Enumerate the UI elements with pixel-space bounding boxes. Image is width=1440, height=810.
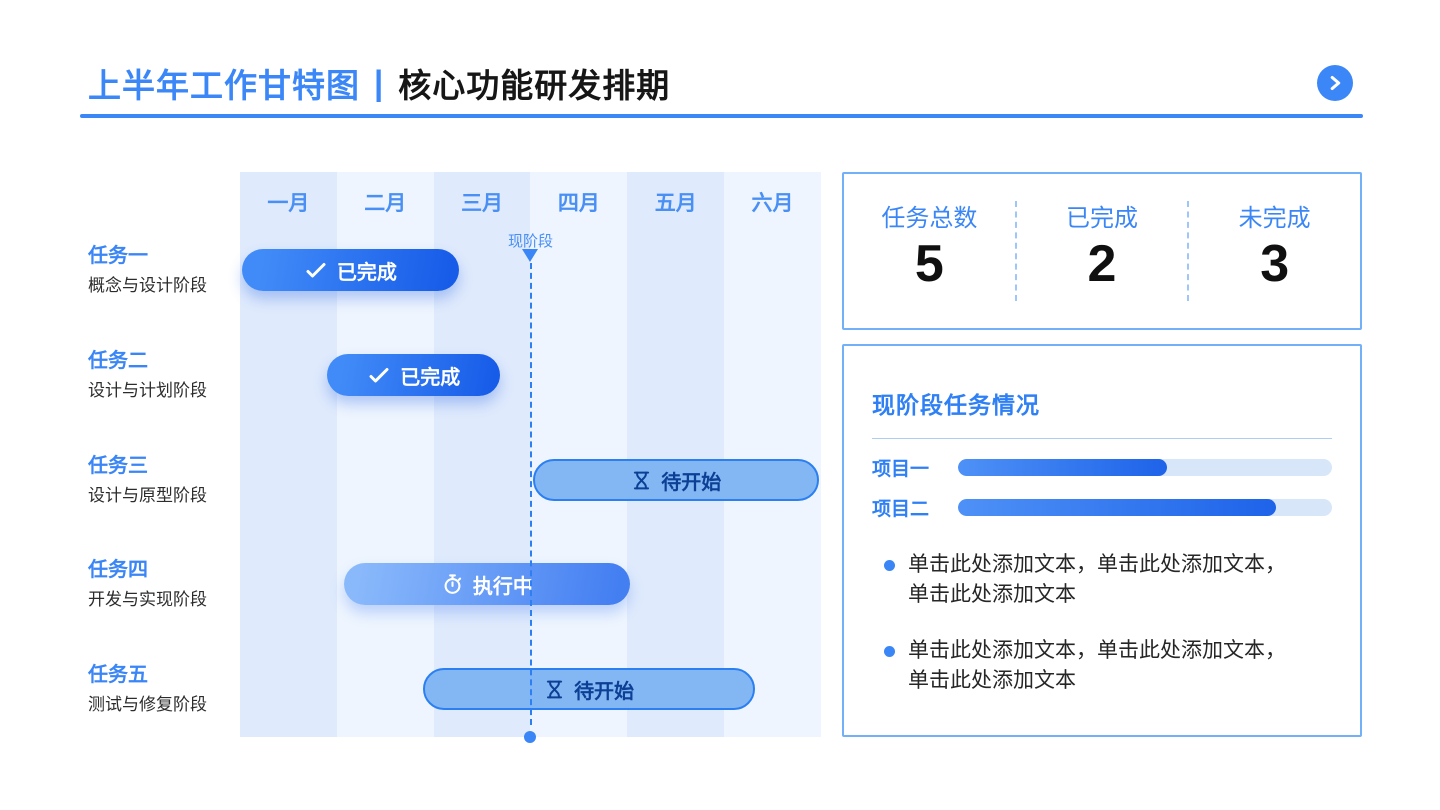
task-label: 任务二设计与计划阶段 [88,348,248,404]
progress-fill [958,458,1168,476]
month-label: 六月 [751,192,794,215]
check-icon [367,363,391,387]
gantt-bar-done[interactable]: 已完成 [241,249,459,291]
task-name: 任务四 [88,559,148,581]
card-divider [872,438,1332,439]
task-label: 任务三设计与原型阶段 [88,453,248,509]
stat-item: 任务总数 5 [844,174,1015,328]
card-heading: 现阶段任务情况 [872,392,1040,418]
task-subtitle: 开发与实现阶段 [88,590,207,609]
progress-label: 项目二 [872,498,930,520]
gantt-bar-done[interactable]: 已完成 [327,354,501,396]
bullet-item[interactable]: 单击此处添加文本，单击此处添加文本，单击此处添加文本 [884,550,1300,610]
gantt-bar-pending[interactable]: 待开始 [423,668,756,710]
task-label: 任务五测试与修复阶段 [88,662,248,718]
bullet-list: 单击此处添加文本，单击此处添加文本，单击此处添加文本单击此处添加文本，单击此处添… [884,550,1330,722]
bar-status-label: 待开始 [574,680,635,703]
check-icon [304,258,328,282]
task-label: 任务四开发与实现阶段 [88,557,248,613]
bullet-text: 单击此处添加文本，单击此处添加文本，单击此处添加文本 [908,639,1286,692]
stat-separator [1187,201,1190,301]
stat-label: 未完成 [1238,205,1311,232]
stopwatch-icon [441,573,464,596]
month-label: 一月 [267,192,310,215]
task-subtitle: 设计与计划阶段 [88,381,207,400]
month-label: 二月 [364,192,407,215]
progress-track [958,498,1332,516]
stat-label: 任务总数 [881,205,978,232]
gantt-bar-pending[interactable]: 待开始 [533,459,820,501]
stat-value: 2 [1087,235,1117,293]
stats-card: 任务总数 5 已完成 2 未完成 3 [842,172,1362,330]
current-stage-pointer [521,249,538,262]
stat-label: 已完成 [1066,205,1138,232]
title-secondary: 核心功能研发排期 [398,67,671,104]
stat-item: 未完成 3 [1189,174,1360,328]
task-name: 任务二 [88,350,148,372]
bar-status-label: 待开始 [661,471,722,494]
progress-row: 项目二 [872,492,1332,522]
progress-fill [958,498,1276,516]
gantt-bar-active[interactable]: 执行中 [343,563,631,605]
progress-track [958,458,1332,476]
task-subtitle: 设计与原型阶段 [88,486,207,505]
bullet-text: 单击此处添加文本，单击此处添加文本，单击此处添加文本 [908,553,1286,606]
gantt-columns: 一月 二月 三月 四月 五月 六月 [240,172,821,737]
current-stage-dot [523,731,536,743]
task-subtitle: 测试与修复阶段 [88,695,207,714]
bullet-dot-icon [884,646,895,657]
current-stage-label: 现阶段 [507,233,554,250]
page-title: 上半年工作甘特图 | 核心功能研发排期 [88,60,670,106]
chevron-right-icon [1324,72,1346,94]
bar-status-label: 执行中 [472,575,533,598]
task-labels: 任务一概念与设计阶段任务二设计与计划阶段任务三设计与原型阶段任务四开发与实现阶段… [88,172,238,737]
task-subtitle: 概念与设计阶段 [88,276,207,295]
current-stage-line [529,263,532,725]
stat-value: 5 [914,235,944,293]
month-column: 六月 [724,172,821,737]
month-label: 四月 [557,192,600,215]
month-label: 三月 [461,192,504,215]
stat-separator [1014,201,1017,301]
current-stage-card: 现阶段任务情况 项目一项目二 单击此处添加文本，单击此处添加文本，单击此处添加文… [842,344,1362,737]
title-primary: 上半年工作甘特图 [88,67,360,104]
month-label: 五月 [654,192,697,215]
progress-label: 项目一 [872,458,930,480]
task-name: 任务五 [88,664,148,686]
task-name: 任务三 [88,455,148,477]
stat-item: 已完成 2 [1017,174,1188,328]
bar-status-label: 已完成 [400,366,461,389]
hourglass-icon [631,470,652,491]
month-column: 五月 [627,172,725,737]
stat-value: 3 [1260,235,1290,293]
bar-status-label: 已完成 [336,261,397,284]
next-button[interactable] [1317,65,1353,101]
gantt-chart: 一月二月三月四月五月六月 已完成已完成待开始执行中待开始 现阶段 [240,172,821,743]
task-name: 任务一 [88,245,148,267]
bullet-item[interactable]: 单击此处添加文本，单击此处添加文本，单击此处添加文本 [884,636,1300,696]
progress-row: 项目一 [872,452,1332,482]
hourglass-icon [544,679,565,700]
month-column: 三月 [433,172,531,737]
title-underline [80,114,1363,118]
bullet-dot-icon [884,560,895,571]
title-separator: | [374,63,385,102]
month-column: 四月 [530,172,628,737]
task-label: 任务一概念与设计阶段 [88,243,248,299]
